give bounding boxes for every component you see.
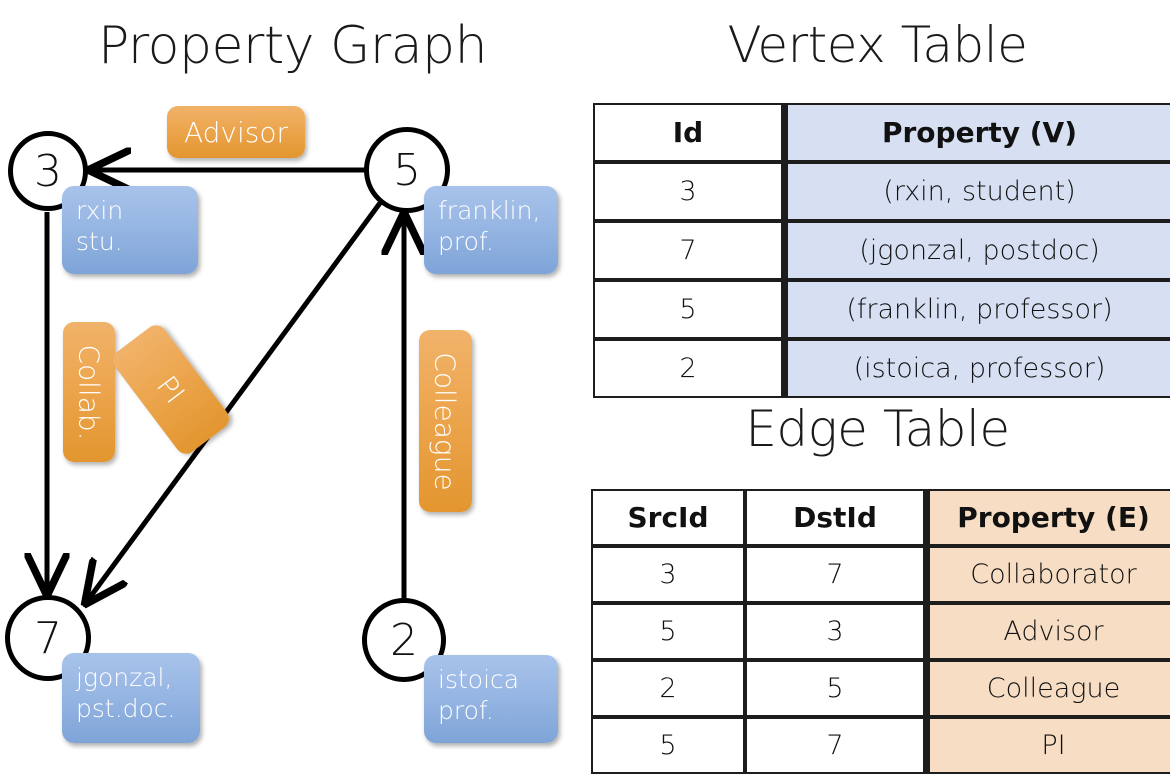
edge-table-header-dstid: DstId (745, 489, 925, 546)
edge-label-pi-text: PI (150, 369, 192, 410)
edge-cell-srcid: 3 (591, 546, 745, 603)
vertex-cell-id: 2 (593, 339, 783, 398)
graph-node-2[interactable]: 2 (362, 598, 446, 682)
node-property-line-1: jgonzal, (76, 663, 173, 692)
table-row: 2 5 Colleague (591, 660, 1170, 717)
edge-label-advisor: Advisor (167, 106, 305, 158)
page-title-vertex-table: Vertex Table (727, 16, 1028, 74)
node-property-line-2: pst.doc. (76, 693, 176, 723)
edge-table-header-row: SrcId DstId Property (E) (591, 489, 1170, 546)
node-property-line-2: prof. (438, 695, 494, 725)
edge-cell-srcid: 5 (591, 717, 745, 774)
vertex-cell-property: (jgonzal, postdoc) (783, 221, 1170, 280)
graph-node-2-label: 2 (390, 614, 418, 666)
edge-cell-property: Advisor (925, 603, 1170, 660)
edge-cell-dstid: 7 (745, 546, 925, 603)
edge-label-colleague: Colleague (419, 330, 472, 512)
node-property-line-2: stu. (76, 226, 123, 256)
property-graph-diagram: 3 5 7 2 rxin stu. franklin, prof. jgonza… (0, 0, 585, 760)
edge-label-advisor-text: Advisor (183, 115, 288, 149)
node-property-box-jgonzal: jgonzal, pst.doc. (62, 653, 200, 743)
table-row: 5 (franklin, professor) (593, 280, 1170, 339)
edge-label-colleague-text: Colleague (429, 351, 462, 491)
edge-cell-dstid: 3 (745, 603, 925, 660)
graph-node-5-label: 5 (393, 144, 421, 196)
vertex-table-header-row: Id Property (V) (593, 103, 1170, 162)
vertex-cell-id: 7 (593, 221, 783, 280)
edge-cell-dstid: 5 (745, 660, 925, 717)
edge-5-to-7-pi (88, 201, 383, 600)
page-title-edge-table: Edge Table (745, 400, 1010, 458)
edge-label-collab: Collab. (63, 322, 115, 462)
edge-table: SrcId DstId Property (E) 3 7 Collaborato… (591, 489, 1170, 774)
edge-table-header-property: Property (E) (925, 489, 1170, 546)
vertex-table-header-id: Id (593, 103, 783, 162)
table-row: 3 (rxin, student) (593, 162, 1170, 221)
edge-cell-property: Collaborator (925, 546, 1170, 603)
table-row: 7 (jgonzal, postdoc) (593, 221, 1170, 280)
vertex-cell-property: (rxin, student) (783, 162, 1170, 221)
node-property-line-2: prof. (438, 226, 494, 256)
table-row: 5 7 PI (591, 717, 1170, 774)
table-row: 5 3 Advisor (591, 603, 1170, 660)
edge-cell-srcid: 5 (591, 603, 745, 660)
graph-node-3-label: 3 (34, 145, 62, 197)
table-row: 2 (istoica, professor) (593, 339, 1170, 398)
node-property-box-franklin: franklin, prof. (424, 186, 558, 274)
page-title-property-graph: Property Graph (97, 16, 488, 76)
vertex-table: Id Property (V) 3 (rxin, student) 7 (jgo… (593, 103, 1170, 398)
table-row: 3 7 Collaborator (591, 546, 1170, 603)
edge-cell-property: PI (925, 717, 1170, 774)
edge-label-collab-text: Collab. (72, 343, 106, 441)
edge-cell-dstid: 7 (745, 717, 925, 774)
node-property-line-1: franklin, (438, 196, 541, 225)
graph-node-7-label: 7 (34, 612, 62, 664)
node-property-box-rxin: rxin stu. (62, 186, 198, 274)
graph-edges-svg (0, 0, 585, 760)
node-property-line-1: rxin (76, 196, 124, 225)
node-property-line-1: istoica (438, 665, 520, 694)
node-property-box-istoica: istoica prof. (424, 655, 558, 743)
vertex-table-header-property: Property (V) (783, 103, 1170, 162)
vertex-cell-id: 3 (593, 162, 783, 221)
edge-cell-srcid: 2 (591, 660, 745, 717)
vertex-cell-property: (franklin, professor) (783, 280, 1170, 339)
edge-cell-property: Colleague (925, 660, 1170, 717)
vertex-cell-property: (istoica, professor) (783, 339, 1170, 398)
vertex-cell-id: 5 (593, 280, 783, 339)
edge-table-header-srcid: SrcId (591, 489, 745, 546)
